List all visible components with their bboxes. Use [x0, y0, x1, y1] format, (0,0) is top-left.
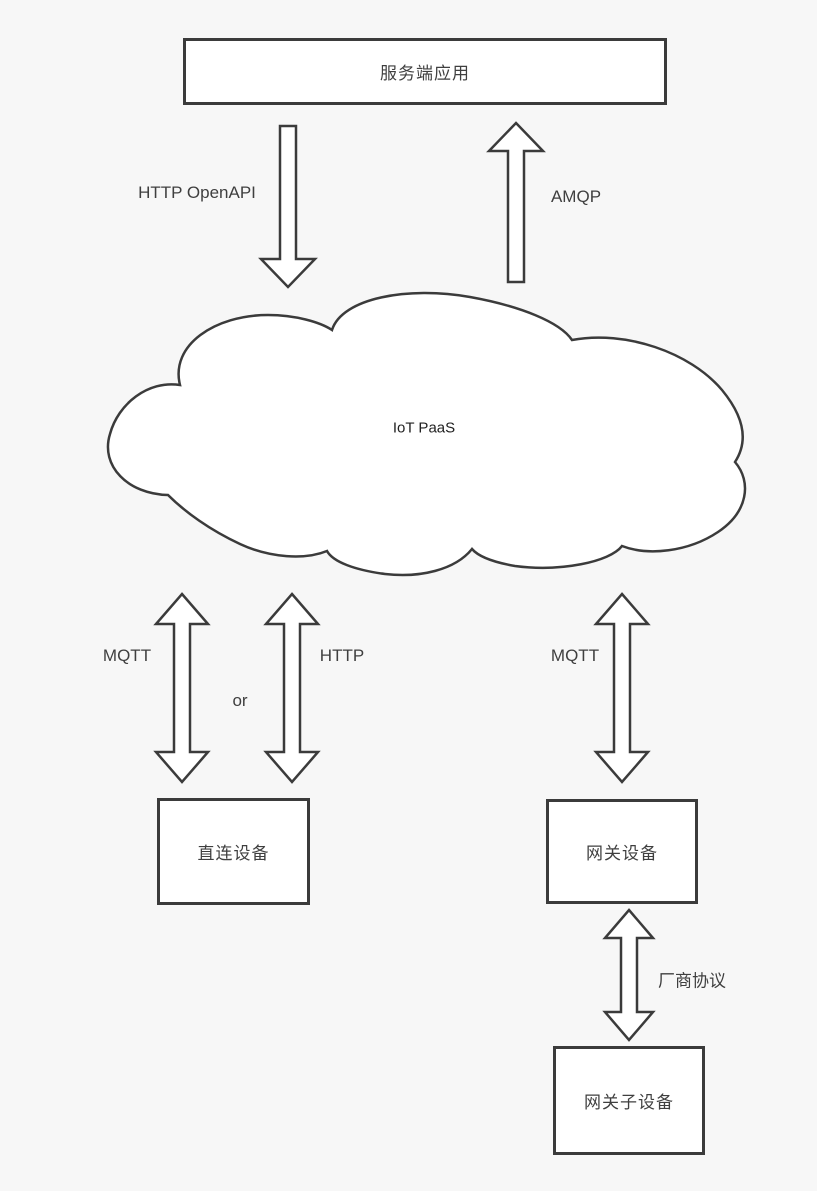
mqtt-left-edge-label: MQTT [102, 646, 152, 665]
vendor-protocol-double-arrow [602, 908, 656, 1042]
server-app-label: 服务端应用 [380, 64, 470, 83]
gateway-device-node: 网关设备 [546, 799, 698, 904]
gateway-sub-device-node: 网关子设备 [553, 1046, 705, 1155]
http-left-edge-label: HTTP [319, 646, 365, 665]
gateway-device-label: 网关设备 [586, 844, 658, 863]
http-left-double-arrow [263, 592, 321, 784]
mqtt-right-edge-label: MQTT [550, 646, 600, 665]
or-connector-label: or [232, 691, 248, 710]
direct-device-node: 直连设备 [157, 798, 310, 905]
http-openapi-edge-label: HTTP OpenAPI [138, 183, 256, 202]
cloud-label: IoT PaaS [392, 419, 456, 437]
cloud-shape [106, 291, 747, 577]
mqtt-right-double-arrow [593, 592, 651, 784]
http-openapi-arrow-down [258, 124, 318, 289]
direct-device-label: 直连设备 [197, 844, 270, 863]
amqp-edge-label: AMQP [550, 187, 602, 206]
gateway-sub-device-label: 网关子设备 [584, 1093, 674, 1112]
mqtt-left-double-arrow [153, 592, 211, 784]
server-app-node: 服务端应用 [183, 38, 667, 105]
vendor-protocol-edge-label: 厂商协议 [658, 971, 726, 991]
amqp-arrow-up [486, 121, 546, 284]
